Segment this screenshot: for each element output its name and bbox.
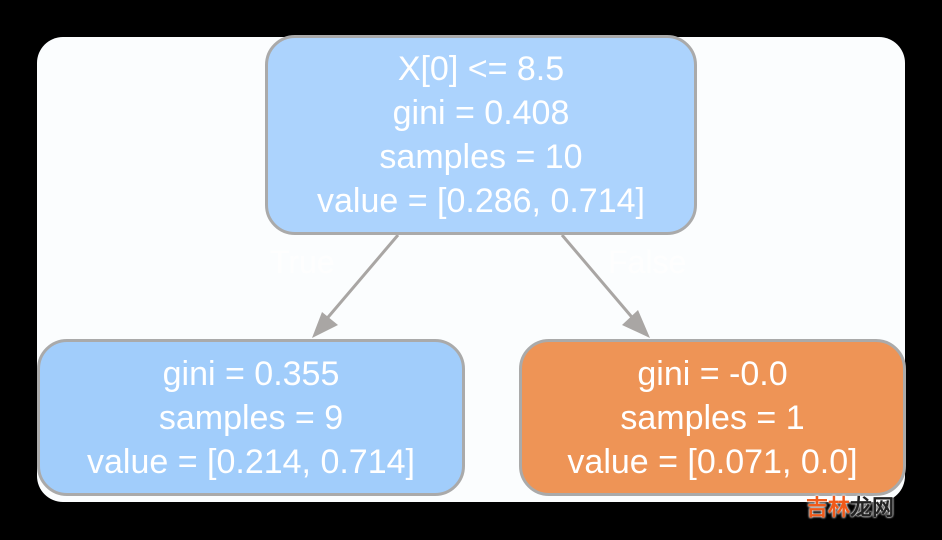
watermark: 吉林龙网 [806, 490, 894, 522]
split-condition: X[0] <= 8.5 [397, 50, 565, 88]
gini: gini = 0.355 [162, 354, 340, 393]
edge-label-false: False [608, 244, 687, 280]
arrowhead-true [312, 312, 338, 338]
edge-true [322, 234, 400, 323]
arrowhead-false [622, 310, 650, 338]
samples: samples = 10 [379, 138, 583, 176]
gini: gini = 0.408 [392, 94, 570, 132]
tree-node-root: X[0] <= 8.5 gini = 0.408 samples = 10 va… [265, 35, 697, 235]
tree-node-right-leaf: gini = -0.0 samples = 1 value = [0.071, … [519, 339, 906, 496]
gini: gini = -0.0 [637, 354, 788, 393]
tree-node-left-leaf: gini = 0.355 samples = 9 value = [0.214,… [37, 339, 465, 496]
samples: samples = 1 [620, 398, 805, 437]
edge-label-true: True [270, 244, 335, 280]
value: value = [0.214, 0.714] [87, 442, 415, 481]
samples: samples = 9 [158, 398, 344, 437]
watermark-part2: 龙网 [850, 495, 895, 520]
value: value = [0.071, 0.0] [567, 442, 858, 481]
watermark-part1: 吉林 [806, 495, 851, 520]
edge-false [560, 234, 638, 323]
value: value = [0.286, 0.714] [317, 182, 645, 220]
